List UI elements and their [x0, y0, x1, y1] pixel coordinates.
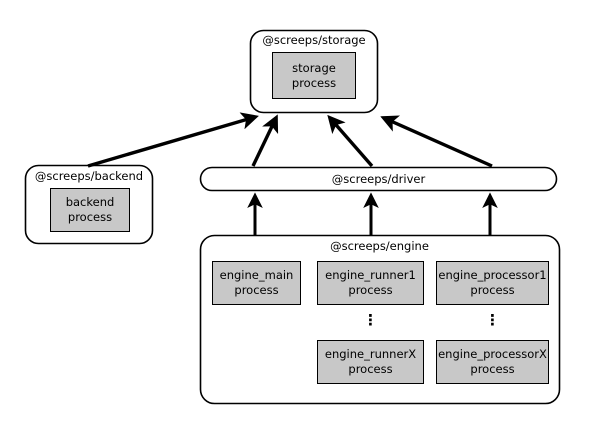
storage-process-line2: process	[291, 75, 337, 90]
runner-ellipsis-icon: ⋮	[363, 311, 378, 329]
driver-package-label: @screeps/driver	[331, 172, 426, 186]
backend-process-box: backend process	[50, 188, 130, 232]
arrow-driver-to-storage-right	[380, 115, 493, 168]
engine-main-process-line2: process	[234, 283, 279, 297]
engine-processorx-process-line2: process	[470, 362, 515, 376]
backend-process-line2: process	[67, 210, 113, 224]
storage-process-box: storage process	[272, 52, 356, 99]
arrow-driver-to-storage-middle	[327, 114, 374, 168]
engine-runner1-process-line1: engine_runner1	[325, 268, 416, 282]
engine-processor1-process-line2: process	[470, 283, 515, 297]
arrow-driver-to-storage-left	[251, 114, 279, 167]
engine-main-process-line1: engine_main	[219, 268, 294, 282]
engine-runnerx-process-box: engine_runnerX process	[317, 340, 424, 384]
engine-processor1-process-line1: engine_processor1	[438, 268, 547, 282]
backend-package-label: @screeps/backend	[34, 169, 144, 183]
backend-process-line1: backend	[65, 195, 115, 209]
engine-processorx-process-box: engine_processorX process	[436, 340, 549, 384]
engine-runnerx-process-line2: process	[348, 362, 393, 376]
arrow-backend-to-storage	[87, 112, 259, 168]
engine-runner1-process-line2: process	[348, 283, 393, 297]
engine-processor1-process-box: engine_processor1 process	[436, 261, 549, 305]
engine-processorx-process-line1: engine_processorX	[438, 347, 547, 361]
storage-package-label: @screeps/storage	[262, 33, 366, 47]
engine-runnerx-process-line1: engine_runnerX	[324, 347, 417, 361]
processor-ellipsis-icon: ⋮	[485, 311, 500, 329]
driver-package-outline	[199, 166, 558, 192]
storage-process-line1: storage	[292, 60, 336, 75]
engine-runner1-process-box: engine_runner1 process	[317, 261, 424, 305]
engine-package-label: @screeps/engine	[330, 239, 429, 253]
engine-main-process-box: engine_main process	[212, 261, 301, 305]
